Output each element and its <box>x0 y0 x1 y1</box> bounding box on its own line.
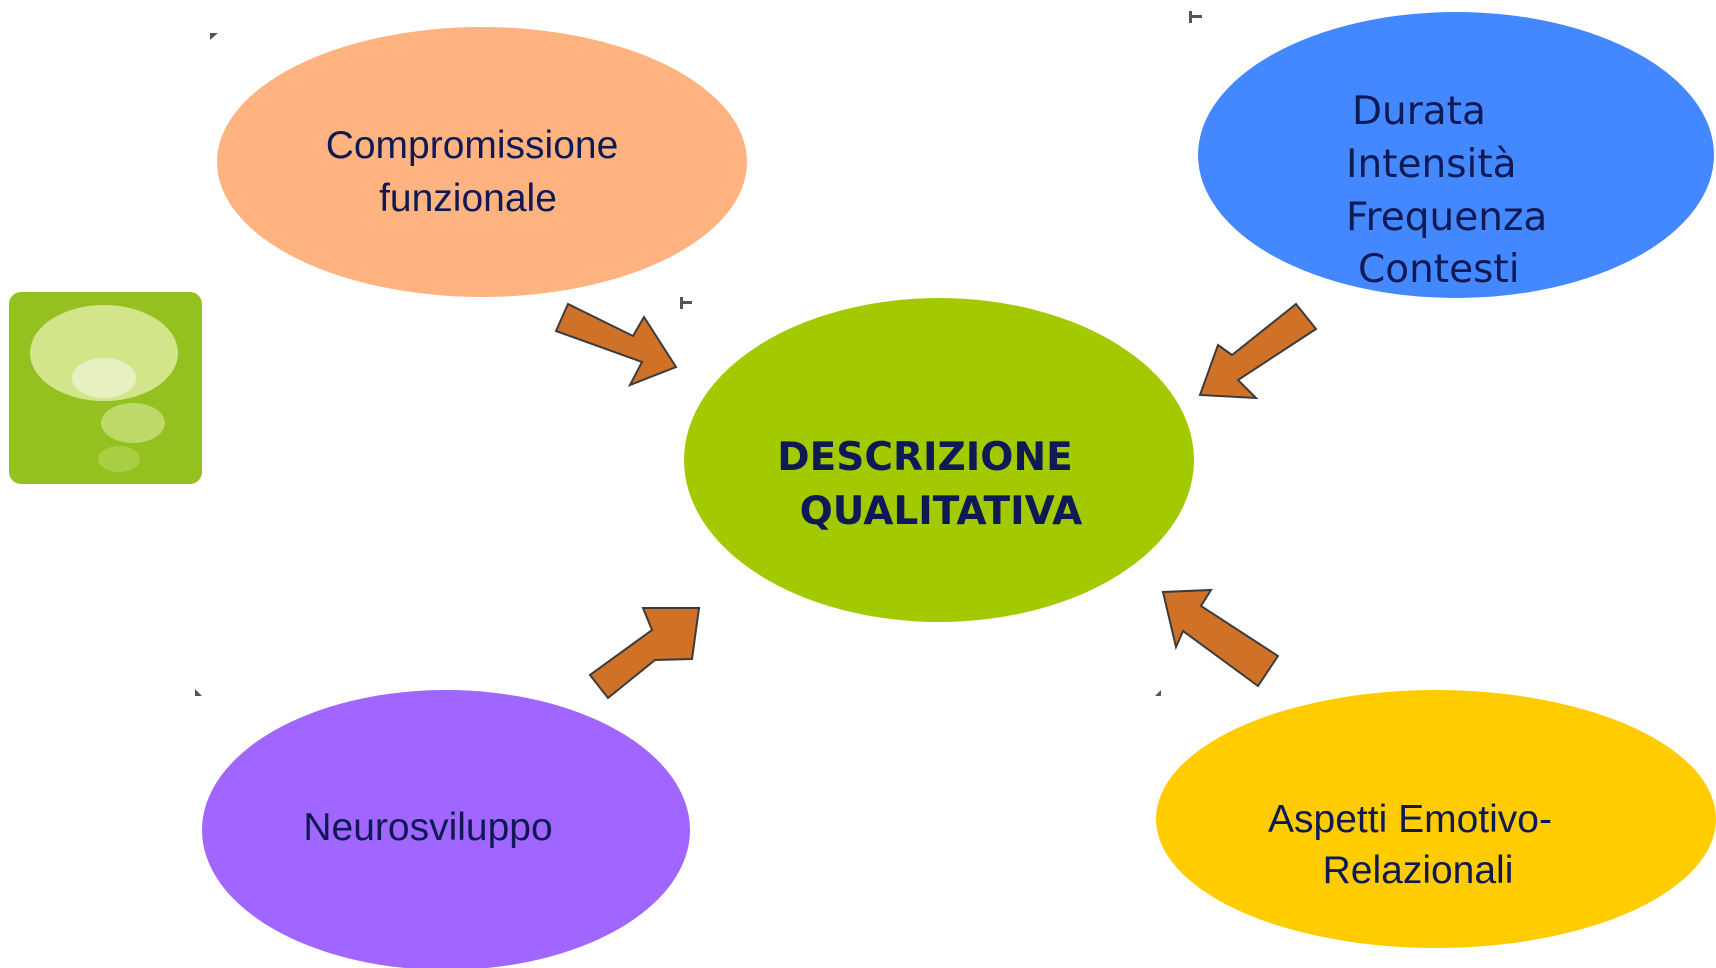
arrow-bottom-right <box>1161 588 1280 688</box>
top-right-line-2: Intensità <box>1346 142 1517 187</box>
node-top-left: Compromissione funzionale <box>217 27 747 297</box>
bottom-right-line-1: Aspetti Emotivo- <box>1268 798 1552 841</box>
node-top-right: Durata Intensità Frequenza Contesti <box>1198 12 1714 298</box>
arrow-bottom-left <box>588 607 701 700</box>
node-center: DESCRIZIONE QUALITATIVA <box>684 298 1194 622</box>
arrow-top-right <box>1198 302 1318 400</box>
top-right-line-4: Contesti <box>1358 247 1520 292</box>
arrow-top-left <box>554 302 678 387</box>
thought-bubble-icon <box>9 292 202 484</box>
top-right-line-1: Durata <box>1352 89 1486 134</box>
corner-marks <box>195 11 1202 696</box>
node-bottom-right: Aspetti Emotivo- Relazionali <box>1156 690 1716 948</box>
top-right-line-3: Frequenza <box>1346 195 1547 240</box>
node-bottom-left: Neurosviluppo <box>202 690 690 968</box>
bottom-right-line-2: Relazionali <box>1323 849 1514 892</box>
bottom-left-line-1: Neurosviluppo <box>303 806 552 849</box>
arrows <box>554 302 1318 700</box>
top-left-line-1: Compromissione <box>326 124 619 167</box>
center-line-2: QUALITATIVA <box>800 489 1083 534</box>
top-left-line-2: funzionale <box>379 177 557 220</box>
center-line-1: DESCRIZIONE <box>777 435 1073 480</box>
